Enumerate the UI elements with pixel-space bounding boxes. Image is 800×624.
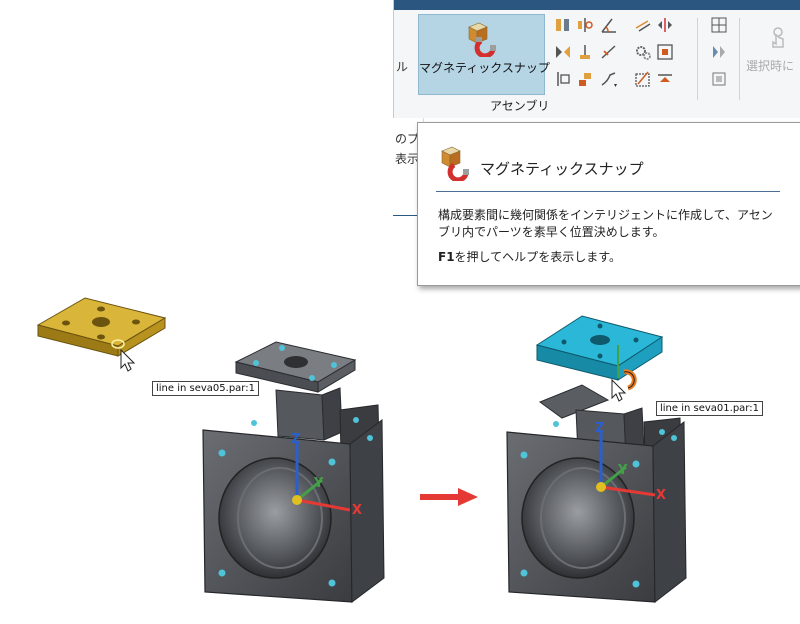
touch-select-icon[interactable] [764, 24, 792, 52]
ribbon-group-label: アセンブリ [490, 99, 550, 113]
magnetic-snap-label: マグネティックスナップ [419, 61, 550, 75]
center-plane-icon[interactable] [656, 16, 674, 34]
doc-text: のプ [395, 132, 420, 146]
assembly-scene: Z X Y [36, 297, 687, 604]
help-key: F1 [438, 250, 455, 264]
axis-x-label: X [656, 488, 666, 503]
tooltip-description: 構成要素間に幾何関係をインテリジェントに作成して、アセンブリ内でパーツを素早く位… [438, 208, 773, 239]
align-face-icon[interactable] [576, 16, 594, 34]
help-text: を押してヘルプを表示します。 [454, 250, 621, 264]
magnet-icon [468, 22, 496, 57]
gear-icon[interactable] [634, 43, 652, 61]
mate-icon[interactable] [554, 16, 572, 34]
edge-callout-right: line in seva01.par:1 [656, 401, 763, 416]
assembly-tool-icons [550, 14, 700, 96]
ribbon-title-bar [394, 0, 800, 10]
tooltip: マグネティックスナップ 構成要素間に幾何関係をインテリジェントに作成して、アセン… [417, 122, 800, 286]
replace-icon[interactable] [710, 70, 728, 88]
flip-icon[interactable] [554, 43, 572, 61]
tooltip-title: マグネティックスナップ [480, 160, 644, 178]
axis-z-label: Z [595, 421, 604, 436]
rigid-set-icon[interactable] [634, 70, 652, 88]
cursor-arrow-icon [120, 348, 136, 372]
doc-text: 表示 [395, 152, 420, 166]
ribbon-separator [697, 18, 698, 100]
ground-icon[interactable] [656, 70, 674, 88]
tooltip-divider [436, 191, 780, 192]
coordinate-triad-right: Z X Y [595, 421, 666, 503]
ribbon-cut-label: ル [396, 60, 409, 74]
edge-callout-left: line in seva05.par:1 [152, 381, 259, 396]
cam-icon[interactable] [576, 70, 594, 88]
snapped-part-cyan[interactable] [535, 315, 664, 381]
loose-part-gold[interactable] [36, 297, 167, 357]
axis-z-label: Z [291, 432, 300, 447]
valve-body-right[interactable] [506, 384, 687, 604]
magnet-icon [441, 146, 469, 181]
axis-x-label: X [352, 503, 362, 518]
magnet-cursor-icon [611, 369, 637, 402]
extra-tool-icons [706, 14, 734, 96]
ribbon-separator [739, 18, 740, 100]
tangent-icon[interactable] [554, 70, 572, 88]
ribbon-panel: ル マグネティックスナップ [393, 0, 800, 118]
tooltip-help: F1を押してヘルプを表示します。 [438, 248, 621, 265]
coordinate-triad-left: Z X Y [291, 432, 362, 518]
match-coordinate-icon[interactable] [656, 43, 674, 61]
magnetic-snap-button[interactable]: マグネティックスナップ [418, 14, 550, 95]
axis-y-label: Y [617, 463, 628, 478]
connect-icon[interactable] [600, 43, 618, 61]
grid-icon[interactable] [710, 16, 728, 34]
pattern-icon[interactable] [710, 43, 728, 61]
valve-body-left[interactable] [202, 341, 385, 603]
parallel-icon[interactable] [634, 16, 652, 34]
path-icon[interactable] [600, 70, 618, 88]
select-label: 選択時に [746, 59, 795, 73]
transition-arrow-icon [420, 488, 478, 506]
angle-icon[interactable] [600, 16, 618, 34]
doc-divider [393, 215, 423, 216]
axis-y-label: Y [313, 476, 324, 491]
insert-icon[interactable] [576, 43, 594, 61]
